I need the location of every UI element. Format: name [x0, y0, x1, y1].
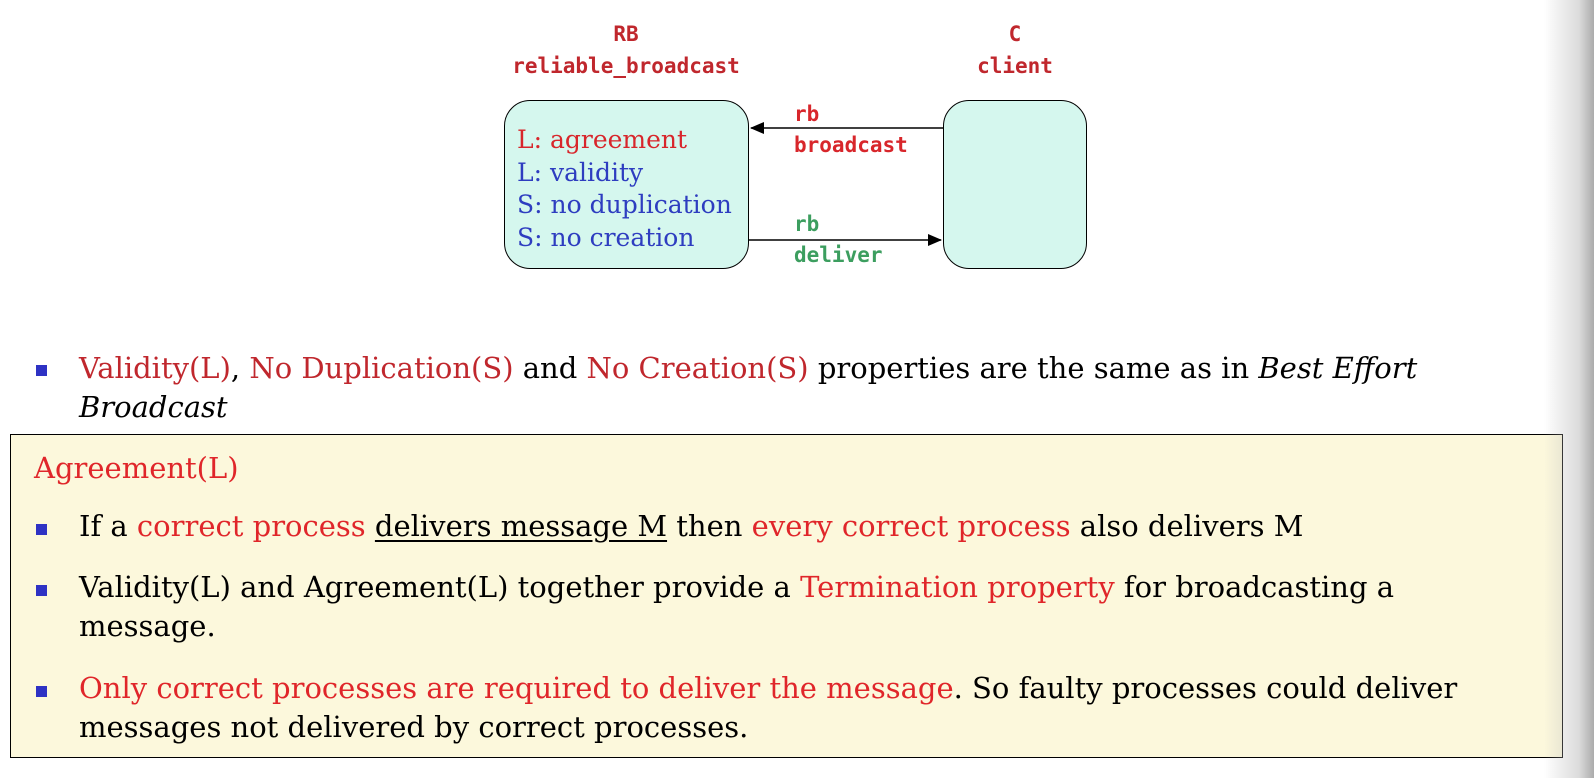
validity-term: Validity(L): [79, 351, 231, 385]
bullet1-marker: [36, 524, 47, 535]
rb-module-box: [504, 100, 749, 269]
property-validity: L: validity: [517, 157, 644, 187]
broadcast-label-line2: broadcast: [794, 133, 908, 157]
deliver-arrow-label: rb deliver: [794, 209, 883, 271]
only-correct-processes-term: Only correct processes are required to d…: [79, 671, 954, 705]
bullet3-text: Only correct processes are required to d…: [79, 671, 1458, 744]
property-no-creation: S: no creation: [517, 222, 695, 252]
deliver-label-line2: deliver: [794, 243, 883, 267]
deliver-label-line1: rb: [794, 212, 820, 236]
broadcast-italic: Broadcast: [79, 390, 228, 424]
intro-bullet-text: Validity(L), No Duplication(S) and No Cr…: [79, 351, 1418, 424]
termination-property-term: Termination property: [800, 570, 1115, 604]
bullet1-text: If a correct process delivers message M …: [79, 509, 1304, 543]
best-effort-italic: Best Effort: [1258, 351, 1418, 385]
delivers-message-m-underlined: delivers message M: [374, 509, 668, 543]
rb-properties-list: L: agreement L: validity S: no duplicati…: [517, 124, 732, 254]
bullet3-marker: [36, 686, 47, 697]
agreement-title: Agreement(L): [34, 451, 239, 485]
agreement-box: [10, 434, 1563, 758]
property-no-duplication: S: no duplication: [517, 190, 732, 219]
every-correct-process-term: every correct process: [751, 509, 1071, 543]
bullet2-marker: [36, 585, 47, 596]
broadcast-label-line1: rb: [794, 102, 820, 126]
bullet2-text: Validity(L) and Agreement(L) together pr…: [79, 570, 1395, 643]
no-creation-term: No Creation(S): [586, 351, 809, 385]
client-module-box: [943, 100, 1087, 269]
client-module-name: C: [1008, 22, 1022, 46]
client-module-label: C client: [950, 18, 1080, 82]
intro-bullet-marker: [36, 365, 47, 376]
correct-process-term: correct process: [136, 509, 366, 543]
rb-module-name: RB: [613, 22, 639, 46]
rb-module-label: RB reliable_broadcast: [496, 18, 756, 82]
property-agreement: L: agreement: [517, 125, 688, 154]
broadcast-arrow-label: rb broadcast: [794, 99, 908, 161]
client-module-full-name: client: [977, 54, 1053, 78]
rb-module-full-name: reliable_broadcast: [512, 54, 740, 78]
no-duplication-term: No Duplication(S): [249, 351, 514, 385]
